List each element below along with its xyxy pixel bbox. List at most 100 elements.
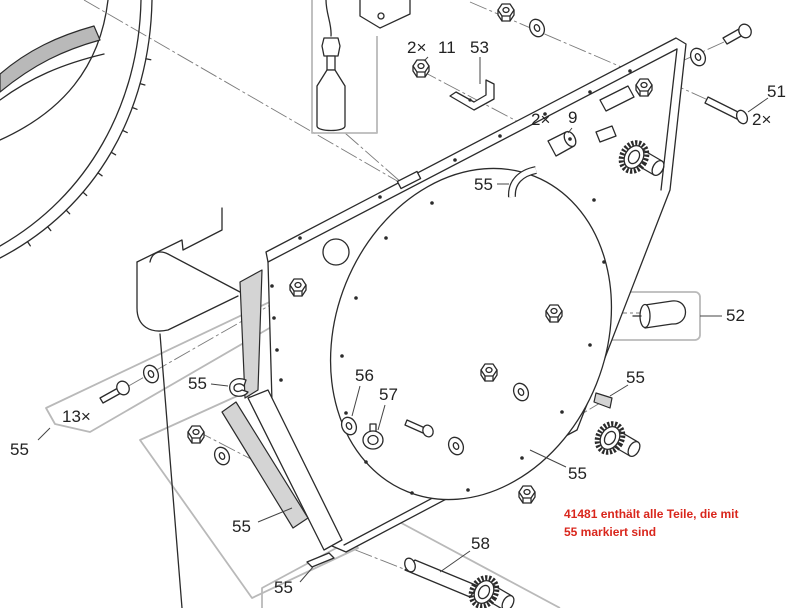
bushing: [599, 85, 635, 112]
bracket-hole: [377, 12, 385, 20]
nut: [635, 78, 653, 97]
kit-note: 41481 enthält alle Teile, die mit 55 mar…: [564, 507, 739, 539]
assembly-line: [194, 429, 273, 471]
sensor-group-box: [311, 0, 378, 134]
clip-55-right: [593, 392, 613, 409]
mounting-hole: [340, 354, 344, 358]
drum-fin: [97, 172, 103, 177]
mounting-hole: [298, 236, 302, 240]
hose-fill: [509, 167, 537, 198]
sensor-bulb: [316, 69, 346, 132]
screw-head: [422, 424, 434, 438]
left-hardware: [99, 278, 307, 468]
kit-note-line-1: 41481 enthält alle Teile, die mit: [564, 507, 739, 521]
leader-55-strip: [257, 507, 293, 523]
washer: [526, 16, 548, 40]
seal-strip-diagonal: [221, 401, 309, 529]
callout-51: 51: [767, 82, 786, 101]
callout-9: 9: [568, 108, 577, 127]
callout-9-qty: 2×: [531, 110, 550, 129]
mounting-hole: [560, 410, 564, 414]
leader-55-panel: [529, 449, 567, 468]
callout-55-screws: 55: [10, 440, 29, 459]
panel-holes: [270, 69, 632, 495]
kit-note-line-2: 55 markiert sind: [564, 525, 656, 539]
panel-slot: [396, 170, 422, 190]
mounting-hole: [520, 456, 524, 460]
assembly-line: [83, 0, 431, 201]
rod-58: [404, 559, 479, 598]
drum: [0, 0, 153, 259]
mounting-hole: [344, 411, 348, 415]
nut-11: [412, 59, 430, 78]
mounting-hole: [275, 348, 279, 352]
callout-57: 57: [379, 385, 398, 404]
mounting-hole: [272, 316, 276, 320]
sensor-neck: [326, 55, 336, 71]
mounting-hole: [498, 134, 502, 138]
nut: [187, 425, 205, 444]
callout-56: 56: [355, 366, 374, 385]
drum-fin: [47, 226, 52, 232]
drum-fin: [65, 209, 71, 215]
mounting-hole: [588, 90, 592, 94]
callout-51-qty: 2×: [752, 110, 771, 129]
bolt-51-head: [735, 109, 749, 125]
panel-top-fold: [267, 48, 678, 263]
drum-lifter-band: [0, 25, 101, 93]
bolt-51-shank: [704, 96, 741, 120]
nut: [545, 304, 563, 323]
mounting-hole: [270, 284, 274, 288]
leader-9: [567, 127, 573, 134]
stud: [595, 125, 617, 143]
mounting-hole: [588, 343, 592, 347]
callouts: 2× 11 53 51 2× 2× 9 55 52 55 56 57 55 13…: [10, 38, 786, 597]
clamp-bore: [367, 434, 379, 446]
callout-55-hose: 55: [474, 175, 493, 194]
part-55-bottom: [306, 552, 335, 568]
leader-55-bottom: [299, 566, 314, 583]
leader-51: [747, 97, 769, 113]
leader-55-right: [609, 384, 629, 397]
drum-inner-edge: [0, 0, 142, 247]
part-58-box: [261, 517, 561, 608]
drum-fins: [26, 58, 152, 247]
mounting-hole: [602, 260, 606, 264]
callout-11-qty: 2×: [407, 38, 426, 57]
drum-fin: [26, 240, 31, 247]
mounting-hole: [364, 460, 368, 464]
housing-side-edge: [159, 333, 183, 608]
clamp-57: [362, 423, 384, 450]
panel-left-flange: [247, 389, 343, 551]
callout-52: 52: [726, 306, 745, 325]
panel-round-hole: [322, 238, 350, 266]
callout-11: 11: [438, 38, 456, 57]
left-housing: [136, 207, 241, 608]
rear-panel: [247, 37, 687, 553]
mounting-hole: [384, 236, 388, 240]
hose-55: [507, 166, 537, 198]
leader-56: [351, 385, 361, 417]
bottom-parts: [306, 552, 516, 608]
housing-inner-rim: [149, 251, 241, 293]
drum-fin: [82, 191, 88, 197]
mounting-hole: [410, 491, 414, 495]
drum-rear-edge: [0, 0, 109, 141]
leader-55-screws: [37, 427, 51, 441]
bracket-53-hole: [468, 98, 472, 102]
mounting-hole: [628, 69, 632, 73]
mounting-hole: [453, 158, 457, 162]
leader-lines: [37, 56, 769, 583]
housing-front-curve: [136, 261, 239, 332]
housing-top-edge: [136, 207, 223, 263]
top-bracket: [359, 0, 411, 29]
part-9-bore: [568, 137, 572, 141]
screw-head: [738, 23, 752, 39]
callout-55-panel: 55: [568, 464, 587, 483]
mid-hardware: [338, 363, 613, 504]
callout-55-left: 55: [188, 374, 207, 393]
washer: [687, 45, 709, 69]
callout-53: 53: [470, 38, 489, 57]
assembly-line: [344, 132, 403, 184]
